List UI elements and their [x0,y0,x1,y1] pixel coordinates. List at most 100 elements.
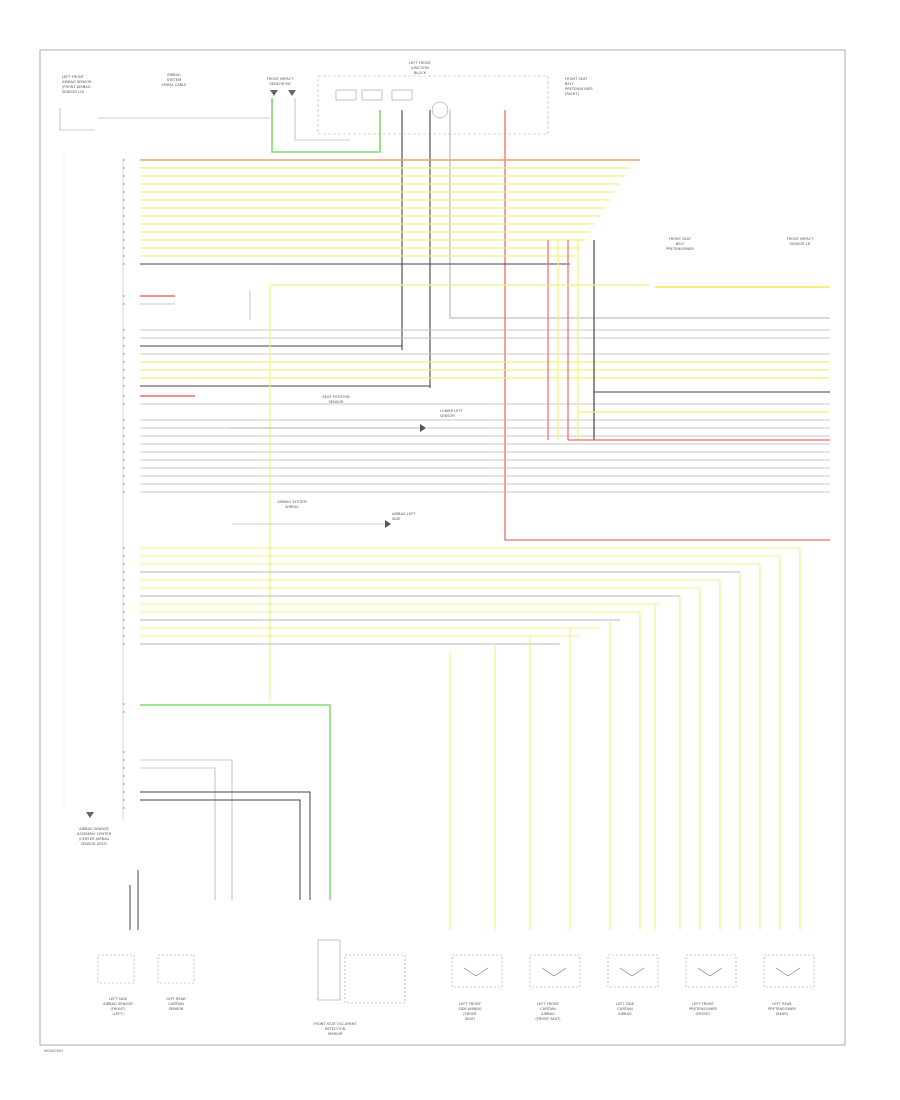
label-line: LEFT REAR [772,1002,792,1006]
label-line: ASSEMBLY CENTER [77,832,112,836]
lower-left-sensors [97,704,406,1004]
pin-dot [123,419,125,421]
pin-dot [123,263,125,265]
airbag-icon [541,967,567,977]
label-line: FRONT IMPACT [267,77,294,81]
label-line: PRETENSIONER [666,247,694,251]
pin-dot [123,215,125,217]
mid-modules: SEAT POSITION SENSOR LOWER LEFT SENSOR A… [230,395,463,528]
connector-box [529,954,581,988]
label-line: SIDE [392,517,401,521]
pin-dot [123,571,125,573]
label-line: (FRONT) [695,1012,711,1016]
label-line: CURTAIN [168,1002,184,1006]
pin-dot [123,231,125,233]
pin-dot [123,403,125,405]
label-line: SPIRAL CABLE [161,83,187,87]
label-line: (FRONT [463,1012,477,1016]
pin-dot [123,791,125,793]
label-line: JUNCTION [410,66,429,70]
bottom-labels: LEFT SIDE AIRBAG SENSOR (FRONT) (LEFT) L… [103,997,796,1036]
label-line: SENSOR [440,414,455,418]
label-line: PRETENSIONER [689,1007,717,1011]
label-line: AIRBAG [618,1012,632,1016]
label-line: AIRBAG SENSOR [79,827,109,831]
label-line: (FRONT) [110,1007,126,1011]
label-line: SENSOR LH [790,242,811,246]
airbag-icon [697,967,723,977]
right-top-module: FRONT SEAT BELT PRETENSIONER (RIGHT) [565,77,593,96]
pin-dot [123,361,125,363]
pin-dot [123,467,125,469]
pin-dot [123,223,125,225]
label-line: AIRBAG [541,1012,555,1016]
pin-dot [123,303,125,305]
label-line: SYSTEM [167,78,181,82]
pin-dot [123,443,125,445]
label-line: SENSOR LH) [62,90,85,94]
pin-dot [123,159,125,161]
pin-dot [123,547,125,549]
bottom-connectors [451,954,815,988]
pin-dot [123,563,125,565]
pin-dot [123,247,125,249]
label-line: BELT [565,82,574,86]
label-line: (FRONT AIRBAG [62,85,91,89]
label-line: WIRING [285,505,299,509]
diagram-frame [39,49,846,1046]
pin-dot [123,345,125,347]
junction-block: LEFT FRONT JUNCTION BLOCK [317,61,549,135]
pin-dot [123,555,125,557]
airbag-icon [775,967,801,977]
label-line: SENSOR [329,400,344,404]
label-line: SENSOR ASSY) [81,842,108,846]
connector-box [451,954,503,988]
pin-dot [123,295,125,297]
label-line: (RIGHT) [565,92,580,96]
label-line: LEFT SIDE [616,1002,635,1006]
pin-dot [123,199,125,201]
label-line: AIRBAG SYSTEM [277,500,306,504]
connector-box [607,954,659,988]
pin-dot [123,207,125,209]
pin-dot [123,337,125,339]
pin-dot [123,643,125,645]
label-line: (FRONT SEAT) [535,1017,561,1021]
pin-dot [123,435,125,437]
ecu-harness-wires [123,159,830,809]
pin-dot [123,385,125,387]
pin-dot [123,167,125,169]
label-line: LEFT FRONT [409,61,432,65]
pin-dot [123,759,125,761]
label-line: LEFT REAR [166,997,186,1001]
pin-dot [123,491,125,493]
front-impact-top: FRONT IMPACT SENSOR RH [267,77,296,96]
pin-dot [123,395,125,397]
label-line: (LEFT) [112,1012,124,1016]
label-line: LOWER LEFT [440,409,463,413]
label-line: PRETENSIONER [768,1007,796,1011]
label-line: (CENTER AIRBAG [79,837,110,841]
pin-dot [123,799,125,801]
label-line: DETECTION [325,1027,346,1031]
label-line: CURTAIN [617,1007,633,1011]
label-line: BLOCK [414,71,427,75]
pin-dot [123,627,125,629]
pin-dot [123,587,125,589]
label-line: (REAR) [776,1012,789,1016]
pin-dot [123,369,125,371]
label-line: AIRBAG SENSOR [103,1002,133,1006]
label-line: AIRBAG LEFT [392,512,416,516]
label-line: SENSOR [328,1032,343,1036]
label-line: AIRBAG SENSOR [62,80,92,84]
connector-box [685,954,737,988]
pin-dot [123,427,125,429]
label-line: LEFT FRONT [537,1002,560,1006]
top-left-module: LEFT FRONT AIRBAG SENSOR (FRONT AIRBAG S… [59,75,95,131]
label-line: SEAT POSITION [322,395,349,399]
pin-dot [123,767,125,769]
pin-dot [123,239,125,241]
label-line: LEFT FRONT [692,1002,715,1006]
pin-dot [123,175,125,177]
